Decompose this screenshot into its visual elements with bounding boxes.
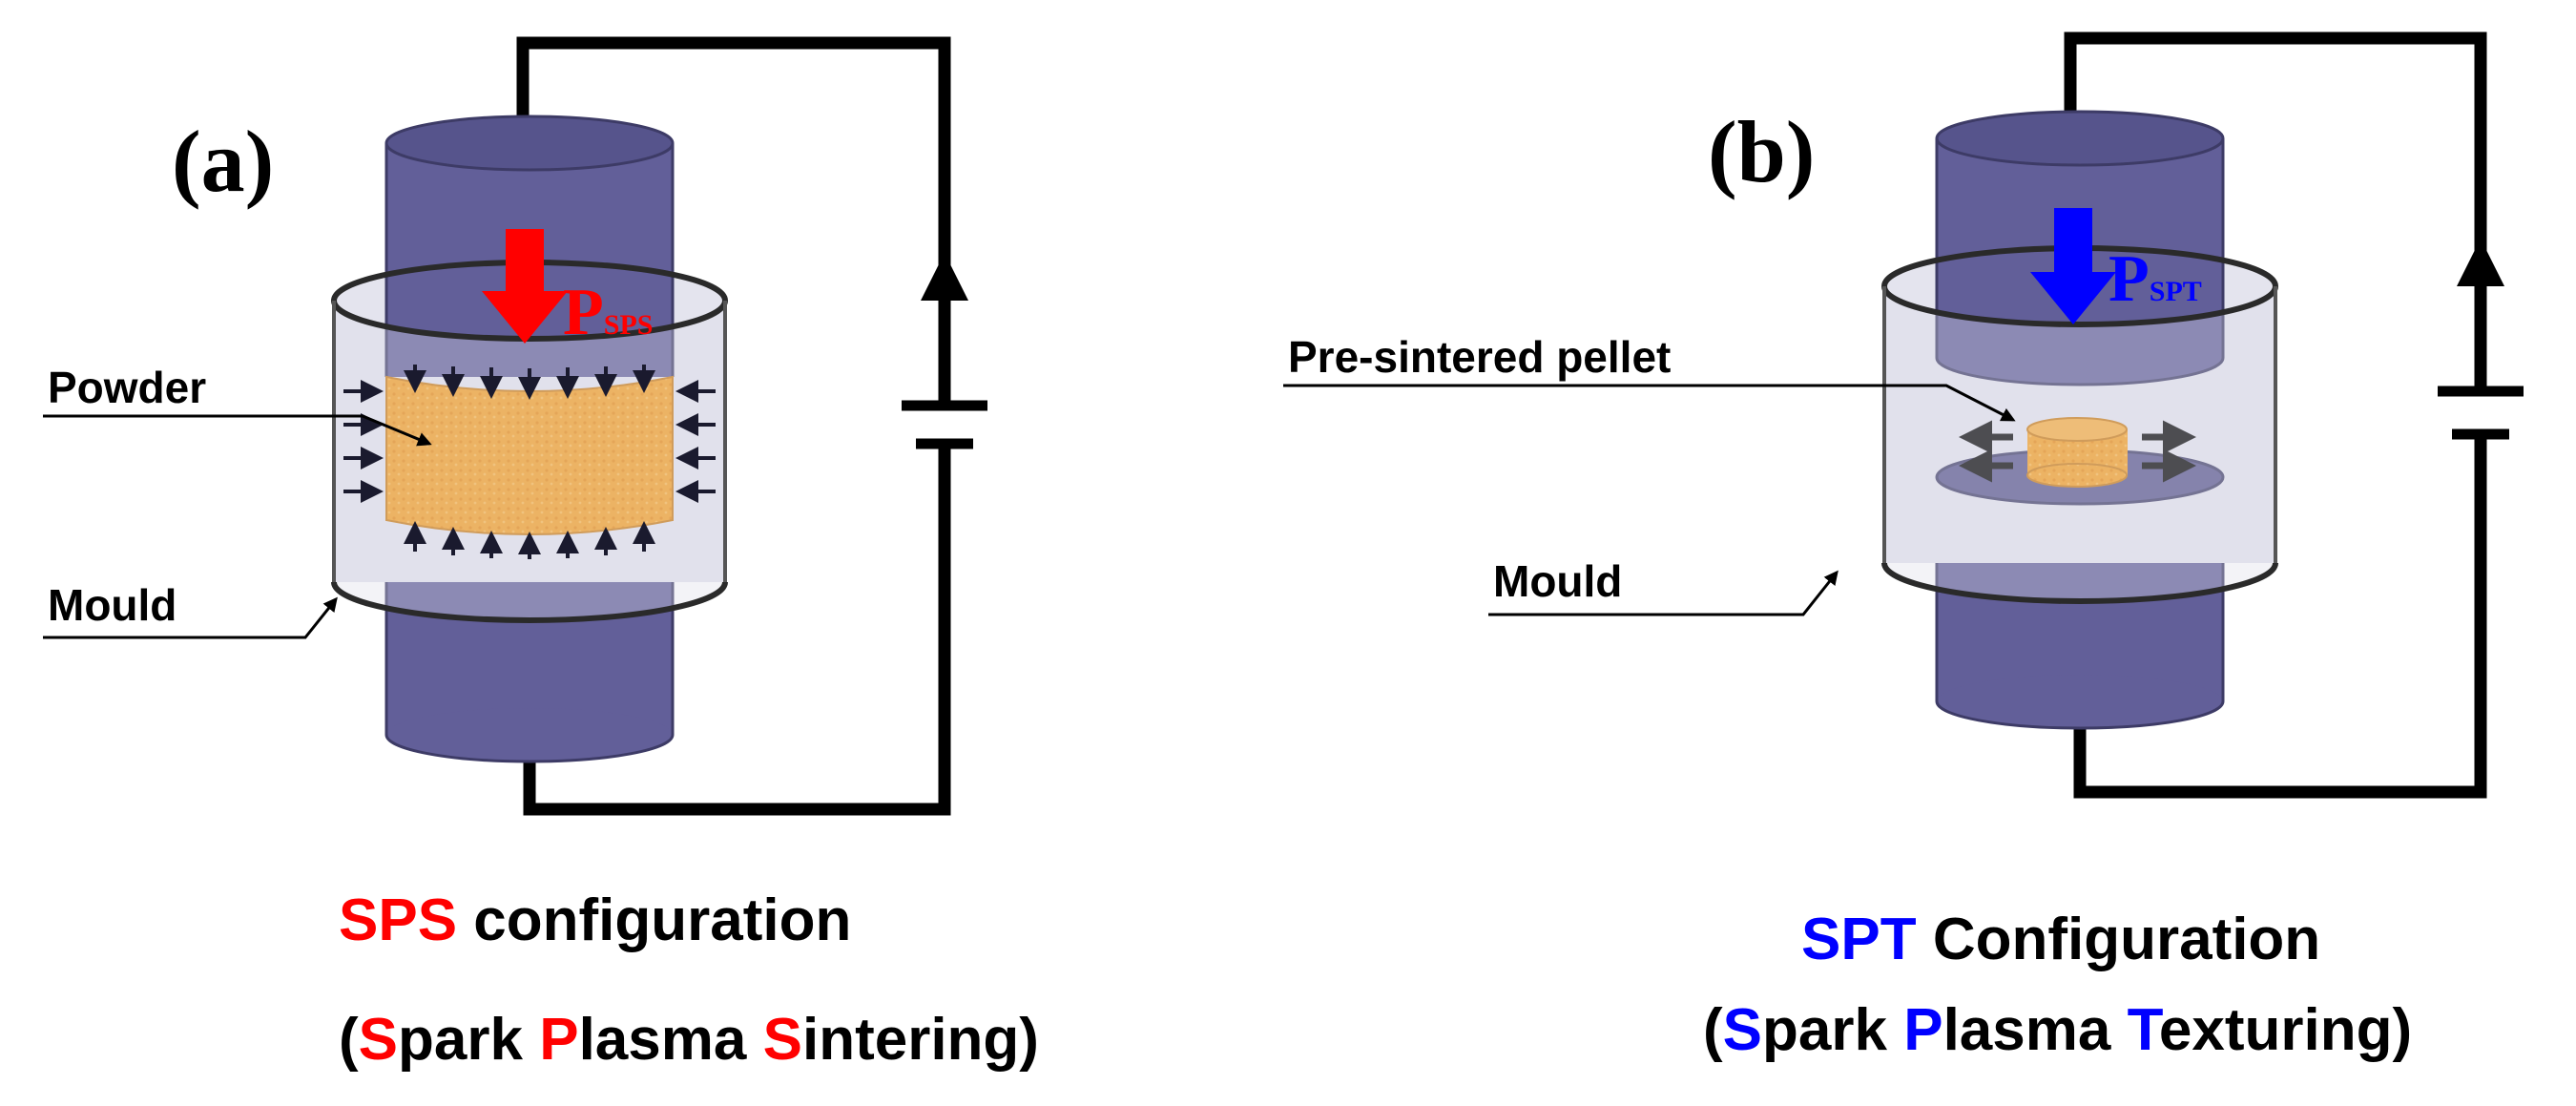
panel-b-wire-bottom (2073, 434, 2487, 799)
panel-b-mould-leader-line (1488, 570, 1839, 616)
panel-a-wire-top (516, 36, 951, 406)
panel-b-lateral-flow-arrows (1959, 420, 2196, 483)
panel-a-current-arrow-icon (921, 253, 968, 301)
powder-label: Powder (48, 363, 206, 412)
panel-a-circuit (516, 36, 987, 816)
powder-leader-line (43, 414, 432, 447)
panel-a-vertical-pressure-arrows (404, 365, 655, 559)
panel-b-mould-label: Mould (1493, 556, 1622, 606)
panel-a-pressure-label: PSPS (563, 276, 653, 349)
panel-a: (a) (43, 36, 1039, 1073)
panel-a-caption-expansion: (Spark Plasma Sintering) (339, 1007, 1039, 1073)
panel-b-wire-top (2064, 31, 2487, 391)
panel-a-lateral-pressure-arrows (343, 380, 716, 503)
panel-b-caption-title: SPT Configuration (1801, 907, 2320, 972)
panel-b-pellet (2026, 417, 2128, 488)
pellet-label: Pre-sintered pellet (1288, 332, 1671, 382)
panel-b-letter: (b) (1708, 103, 1815, 200)
panel-b: (b) (1283, 31, 2524, 1063)
panel-b-pressure-label: PSPT (2109, 242, 2202, 316)
panel-a-pressure-arrow-icon (482, 229, 568, 344)
panel-a-wire-bottom (523, 444, 951, 816)
panel-b-mould (1881, 245, 2278, 604)
panel-b-caption-expansion: (Spark Plasma Texturing) (1703, 997, 2412, 1063)
panel-a-mould-leader-line (43, 596, 338, 639)
panel-a-letter: (a) (172, 113, 274, 210)
panel-a-caption-title: SPS configuration (339, 887, 851, 953)
panel-b-current-arrow-icon (2457, 239, 2504, 286)
panel-b-circuit (2064, 31, 2524, 799)
panel-a-mould-label: Mould (48, 580, 177, 630)
panel-b-pressure-arrow-icon (2030, 208, 2116, 324)
pellet-leader-line (1283, 384, 2016, 422)
